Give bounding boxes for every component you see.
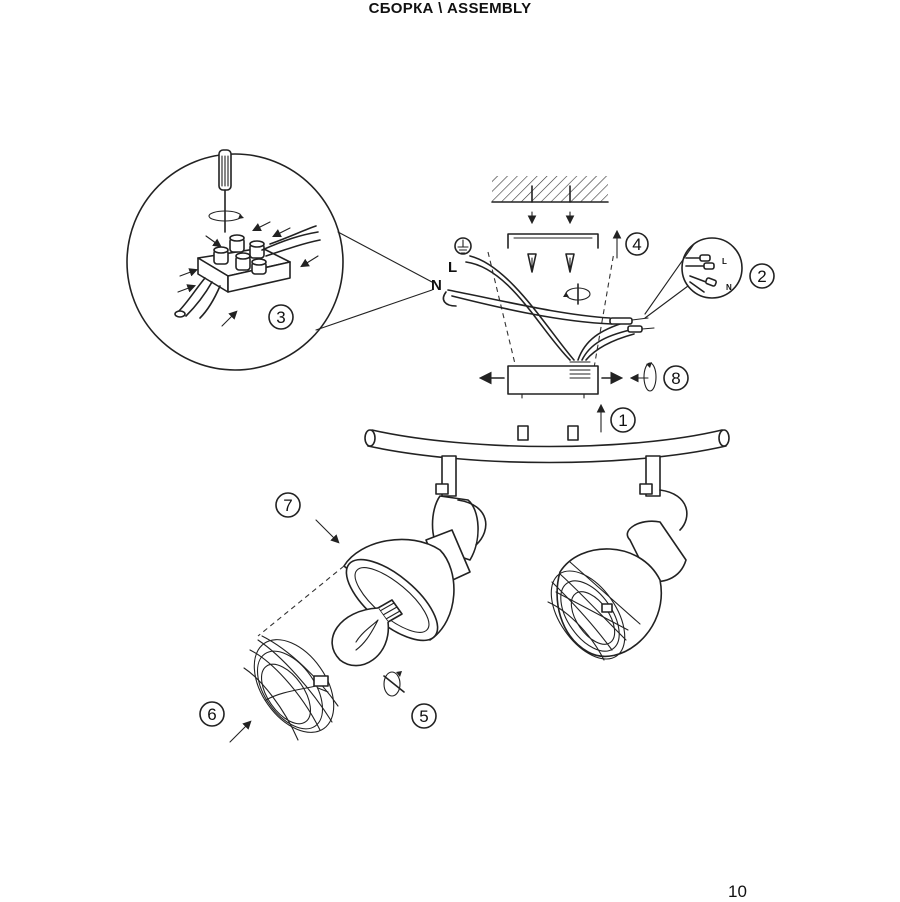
step-7-label: 7: [283, 496, 292, 515]
right-spotlight: [547, 455, 688, 661]
step-4-badge: [625, 232, 649, 256]
terminal-detail-circle: 3: [126, 149, 433, 371]
page-number: 10: [728, 882, 747, 901]
step-8-badge: [663, 365, 689, 391]
junction-box: 8: [478, 361, 689, 399]
step-5-label: 5: [419, 707, 428, 726]
bulb-icon: [331, 599, 403, 667]
terminal-block-icon: [197, 234, 291, 293]
rotate-arrow-icon: [208, 210, 244, 222]
terminal-wires: [174, 225, 321, 319]
earth-icon: [454, 237, 472, 255]
connector-live-label: L: [722, 257, 727, 266]
step-1-badge: [610, 407, 636, 433]
mounting-bracket: 4: [507, 229, 649, 305]
step-3-label: 3: [276, 308, 285, 327]
step-1-label: 1: [618, 411, 627, 430]
step-7-badge: [275, 492, 301, 518]
ceiling: [491, 176, 609, 225]
rotate-arrow-icon: [383, 671, 405, 697]
cage-icon: [547, 561, 641, 661]
step-6-badge: [199, 701, 225, 727]
fixture-wires: [577, 317, 655, 361]
page-title: СБОРКА \ ASSEMBLY: [368, 0, 532, 17]
screwdriver-icon: [218, 149, 232, 233]
connector-neutral-label: N: [726, 283, 732, 292]
supply-wires: [442, 255, 613, 361]
step-2-label: 2: [757, 267, 766, 286]
step-6-arrow: [229, 720, 252, 743]
live-label: L: [448, 259, 457, 276]
left-spotlight: [331, 455, 487, 667]
step-8-label: 8: [671, 369, 680, 388]
step-2-badge: [749, 263, 775, 289]
step-3-badge: [268, 304, 294, 330]
step-7-arrow: [315, 519, 340, 544]
step-5-badge: [411, 703, 437, 729]
neutral-label: N: [431, 277, 442, 294]
rotate-arrow-icon: [563, 283, 591, 305]
canopy-outline: [487, 251, 615, 369]
connector-detail-circle: L N 2: [644, 237, 775, 319]
detached-cage: [243, 635, 339, 741]
rail-bar: [364, 425, 730, 464]
step-4-label: 4: [632, 235, 641, 254]
step-6-label: 6: [207, 705, 216, 724]
insert-arrows: [177, 221, 319, 327]
guide-line: [257, 565, 345, 637]
rotate-arrow-icon: [643, 362, 657, 392]
screw-icon: [527, 253, 575, 273]
